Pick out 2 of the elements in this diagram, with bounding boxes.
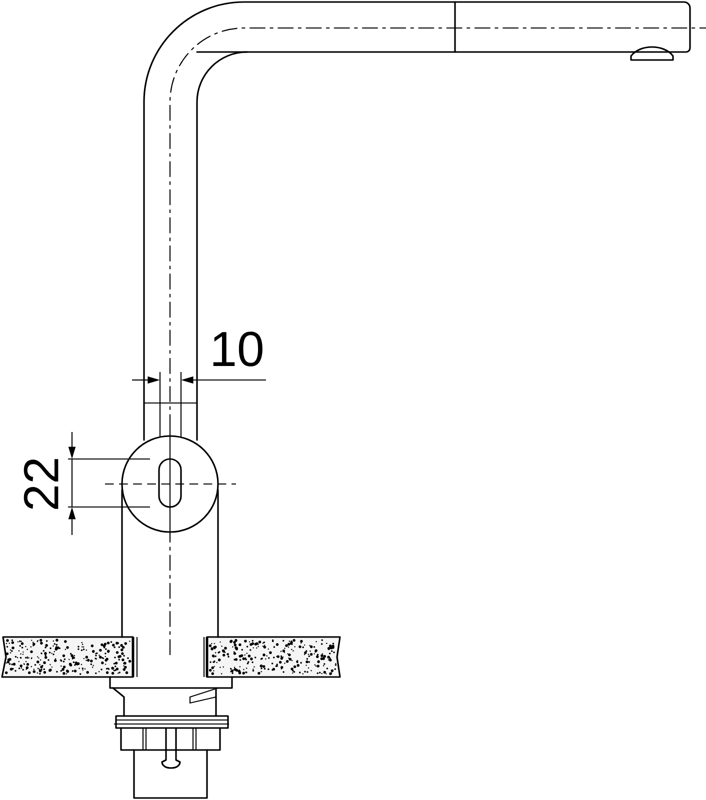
dimension-label: 10 xyxy=(213,332,262,366)
dimension-label: 22 xyxy=(24,459,58,509)
